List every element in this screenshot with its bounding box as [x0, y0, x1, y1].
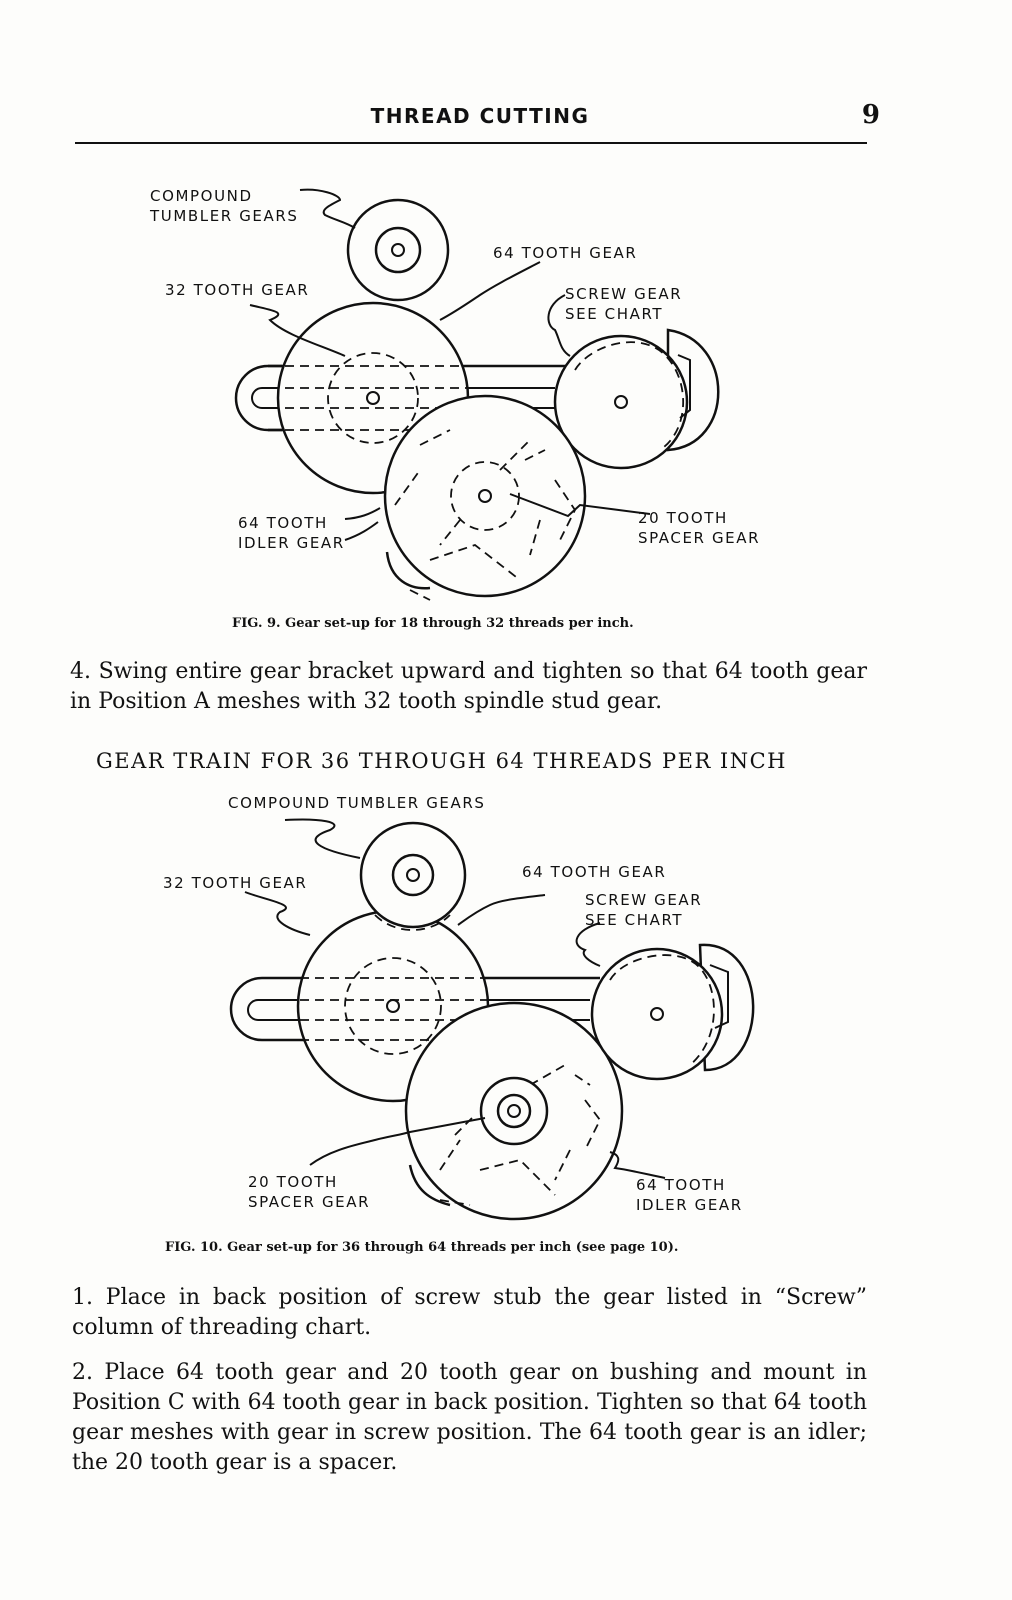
- fig9-label-idler-gear: 64 TOOTH IDLER GEAR: [238, 514, 345, 552]
- step-1-paragraph: 1. Place in back position of screw stub …: [72, 1285, 867, 1340]
- fig9-label-compound-tumbler-gears: COMPOUND TUMBLER GEARS: [150, 187, 299, 225]
- fig9-label-screw-gear: SCREW GEAR SEE CHART: [565, 285, 683, 323]
- fig9-label-32-tooth-gear: 32 TOOTH GEAR: [165, 281, 310, 299]
- fig10-label-64-tooth-gear: 64 TOOTH GEAR: [522, 863, 667, 881]
- fig10-label-idler-gear: 64 TOOTH IDLER GEAR: [636, 1176, 743, 1214]
- section-heading: GEAR TRAIN FOR 36 THROUGH 64 THREADS PER…: [96, 749, 787, 773]
- fig9-caption: FIG. 9. Gear set-up for 18 through 32 th…: [232, 616, 634, 631]
- page-number: 9: [861, 100, 880, 130]
- fig10-label-32-tooth-gear: 32 TOOTH GEAR: [163, 874, 308, 892]
- fig9-label-64-tooth-gear: 64 TOOTH GEAR: [493, 244, 638, 262]
- step-2-paragraph: 2. Place 64 tooth gear and 20 tooth gear…: [72, 1360, 867, 1475]
- fig10-caption: FIG. 10. Gear set-up for 36 through 64 t…: [165, 1240, 679, 1255]
- fig10-label-compound-tumbler-gears: COMPOUND TUMBLER GEARS: [228, 794, 486, 812]
- header-rule: [75, 142, 867, 144]
- running-title: THREAD CUTTING: [370, 104, 590, 128]
- fig10-label-spacer-gear: 20 TOOTH SPACER GEAR: [248, 1173, 371, 1211]
- fig10-label-screw-gear: SCREW GEAR SEE CHART: [585, 891, 703, 929]
- fig9-label-spacer-gear: 20 TOOTH SPACER GEAR: [638, 509, 761, 547]
- step-4-paragraph: 4. Swing entire gear bracket upward and …: [70, 659, 867, 714]
